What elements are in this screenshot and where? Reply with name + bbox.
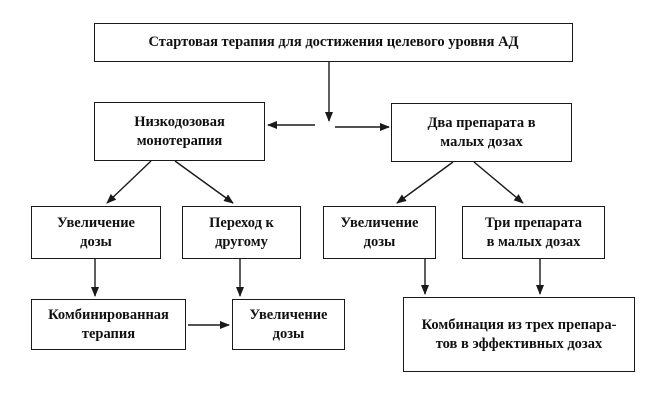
- node-combination-therapy: Комбинированная терапия: [31, 299, 186, 350]
- node-low-dose-monotherapy: Низкодозовая монотерапия: [94, 102, 265, 161]
- node-start-therapy: Стартовая терапия для достижения целевог…: [94, 23, 573, 62]
- node-three-drug-effective-combination: Комбинация из трех препара- тов в эффект…: [403, 297, 635, 372]
- edge-two-to-three: [473, 161, 524, 204]
- node-two-drugs-low-dose: Два препарата в малых дозах: [391, 103, 572, 162]
- edge-two-to-inc2: [396, 161, 454, 204]
- node-increase-dose-bottom: Увеличение дозы: [232, 299, 345, 350]
- edge-mono-to-switch: [174, 160, 234, 204]
- node-three-drugs-low-dose: Три препарата в малых дозах: [462, 206, 605, 259]
- node-increase-dose-right: Увеличение дозы: [323, 206, 436, 259]
- node-switch-to-other: Переход к другому: [182, 206, 301, 259]
- node-increase-dose-left: Увеличение дозы: [31, 206, 161, 259]
- edge-mono-to-inc1: [106, 160, 152, 204]
